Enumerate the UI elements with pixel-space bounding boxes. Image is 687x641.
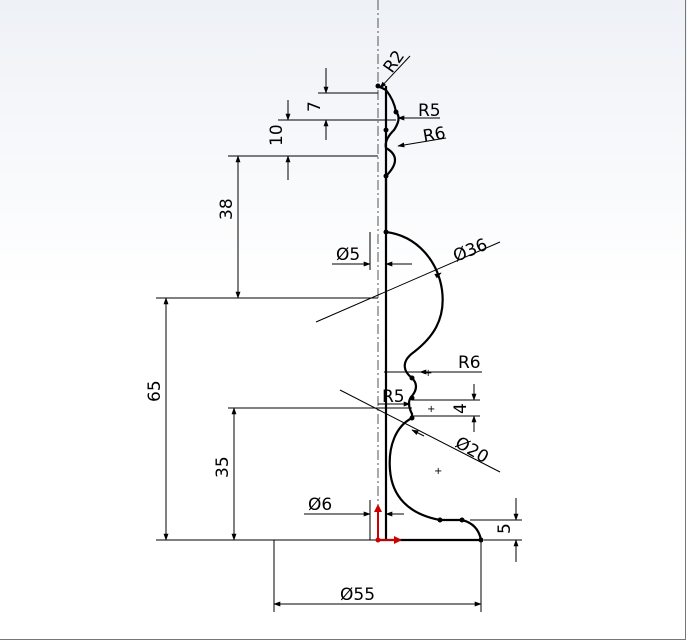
dim-dia5[interactable]: Ø5 xyxy=(336,245,360,265)
dim-10[interactable]: 10 xyxy=(267,124,287,146)
origin-marker xyxy=(374,504,402,544)
dim-dia55[interactable]: Ø55 xyxy=(340,585,375,605)
svg-text:+: + xyxy=(434,466,442,477)
leader-lines xyxy=(315,55,501,473)
dim-38[interactable]: 38 xyxy=(217,198,237,220)
dim-r5-mid[interactable]: R5 xyxy=(382,387,405,407)
dim-r2[interactable]: R2 xyxy=(380,47,409,77)
svg-text:+: + xyxy=(427,404,435,415)
dim-7[interactable]: 7 xyxy=(305,101,325,112)
dimension-labels: R2 7 R5 10 R6 38 Ø5 Ø36 65 R6 R5 4 Ø20 3… xyxy=(145,47,515,605)
dim-dia6[interactable]: Ø6 xyxy=(308,495,332,515)
dim-5[interactable]: 5 xyxy=(495,523,515,534)
dim-r6-mid[interactable]: R6 xyxy=(458,353,481,373)
dim-4[interactable]: 4 xyxy=(451,403,471,414)
svg-text:+: + xyxy=(424,368,432,379)
dim-dia36[interactable]: Ø36 xyxy=(450,235,490,267)
dim-r6-top[interactable]: R6 xyxy=(421,123,447,147)
sketch-points: + + + xyxy=(375,83,484,543)
dim-r5-top[interactable]: R5 xyxy=(418,101,441,121)
dim-35[interactable]: 35 xyxy=(213,456,233,478)
profile-outline[interactable] xyxy=(377,85,483,542)
vertical-dimension-lines xyxy=(163,68,519,562)
horizontal-dimension-lines xyxy=(273,261,482,607)
dim-dia20[interactable]: Ø20 xyxy=(452,433,492,468)
dim-65[interactable]: 65 xyxy=(145,380,165,402)
